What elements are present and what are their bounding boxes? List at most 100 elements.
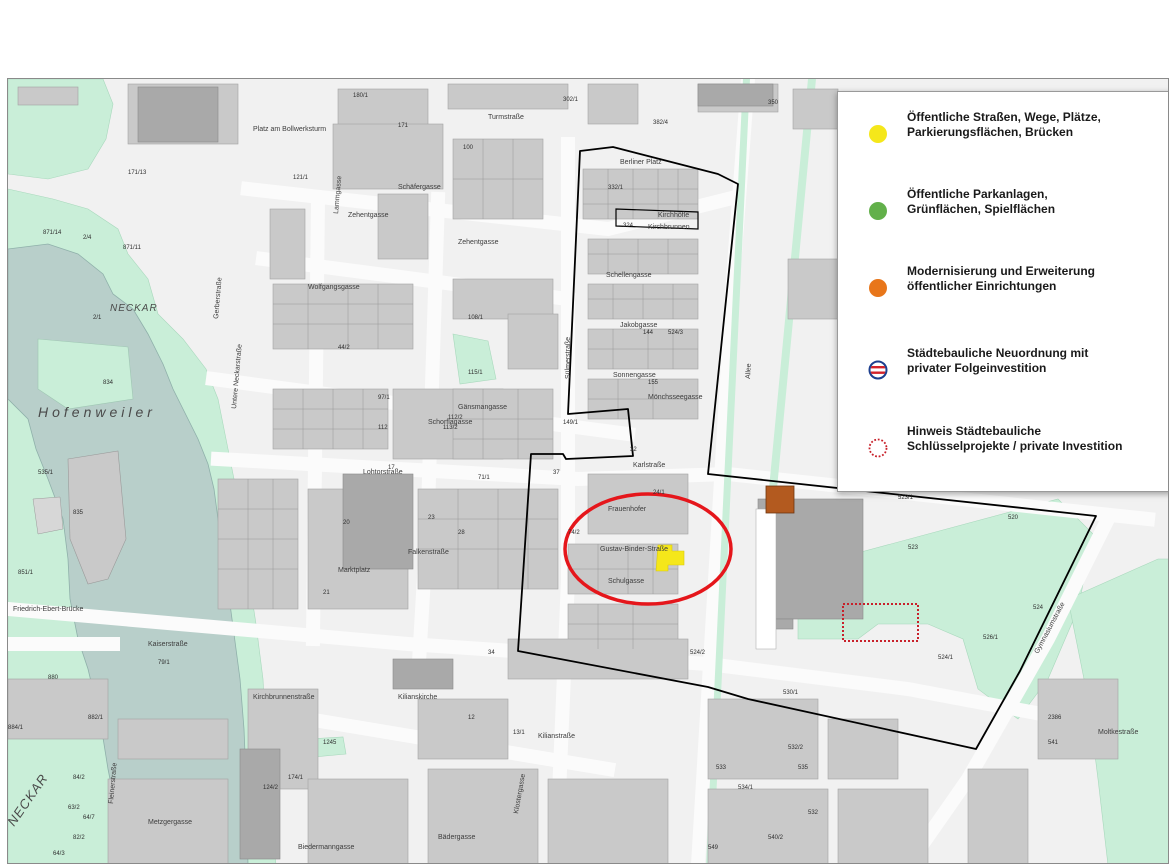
plot-number: 63/2	[68, 805, 80, 811]
plot-number: 13/1	[513, 730, 525, 736]
plot-number: 851/1	[18, 570, 34, 576]
svg-text:Zehentgasse: Zehentgasse	[348, 212, 389, 219]
plot-number: 112	[378, 425, 388, 431]
plot-number: 532/2	[788, 745, 804, 751]
striped-circle-icon	[868, 360, 888, 380]
svg-text:Turmstraße: Turmstraße	[488, 114, 524, 121]
legend-line: Öffentliche Straßen, Wege, Plätze,	[907, 110, 1101, 124]
plot-number: 64/3	[53, 851, 65, 857]
plot-number: 871/14	[43, 230, 62, 236]
plot-number: 82/2	[73, 835, 85, 841]
svg-text:Biedermanngasse: Biedermanngasse	[298, 844, 355, 851]
plot-number: 171/13	[128, 170, 147, 176]
svg-text:Kirchhöfle: Kirchhöfle	[658, 212, 689, 219]
street-measure-yellow[interactable]	[655, 544, 685, 572]
plot-number: 834	[103, 380, 114, 386]
plot-number: 523/1	[898, 495, 914, 501]
svg-text:Kilianstraße: Kilianstraße	[538, 733, 575, 740]
svg-text:Zehentgasse: Zehentgasse	[458, 239, 499, 246]
plot-number: 74/2	[568, 530, 580, 536]
city-map[interactable]: NECKAR NECKAR Hofenweiler Platz am Bollw…	[7, 78, 1169, 864]
plot-number: 144	[643, 330, 654, 336]
plot-number: 12	[468, 715, 475, 721]
plot-number: 1245	[323, 740, 337, 746]
plot-number: 20	[343, 520, 350, 526]
plot-number: 37	[553, 470, 560, 476]
plot-number: 532	[808, 810, 819, 816]
legend-item-public-streets: Öffentliche Straßen, Wege, Plätze, Parki…	[838, 110, 1168, 158]
plot-number: 171	[398, 123, 409, 129]
plot-number: 71/1	[478, 475, 490, 481]
svg-text:Falkenstraße: Falkenstraße	[408, 549, 449, 556]
yellow-dot-icon	[869, 125, 887, 143]
svg-text:Schorflagasse: Schorflagasse	[428, 419, 472, 426]
plot-number: 21	[323, 590, 330, 596]
plot-number: 17	[388, 465, 395, 471]
neckar-river	[8, 243, 249, 863]
plot-number: 535	[798, 765, 809, 771]
parcel-lines	[218, 139, 698, 649]
plot-number: 32	[630, 447, 637, 453]
svg-text:Lammgasse: Lammgasse	[333, 175, 343, 214]
plot-number: 34	[488, 650, 495, 656]
plot-number: 524/1	[938, 655, 954, 661]
plot-number: 149/1	[563, 420, 579, 426]
svg-text:Kirchbrunnen: Kirchbrunnen	[648, 224, 690, 231]
green-dot-icon	[869, 202, 887, 220]
key-project-area[interactable]	[842, 603, 919, 642]
public-facility-measure[interactable]	[765, 485, 795, 514]
legend-panel: Öffentliche Straßen, Wege, Plätze, Parki…	[837, 91, 1168, 492]
legend-line: Städtebauliche Neuordnung mit	[907, 346, 1089, 360]
plot-number: 350	[768, 100, 779, 106]
legend-line: Modernisierung und Erweiterung	[907, 264, 1096, 278]
plot-number: 835	[73, 510, 84, 516]
plot-number: 79/1	[158, 660, 170, 666]
svg-text:Metzgergasse: Metzgergasse	[148, 819, 192, 826]
svg-text:Fleinerstraße: Fleinerstraße	[108, 762, 119, 804]
plot-number: 113/2	[443, 425, 458, 431]
plot-number: 526/1	[983, 635, 999, 641]
svg-text:Mönchsseegasse: Mönchsseegasse	[648, 394, 703, 401]
legend-text-public-parks: Öffentliche Parkanlagen, Grünflächen, Sp…	[907, 187, 1167, 217]
plaza-area	[755, 508, 777, 650]
plot-number: 28	[458, 530, 465, 536]
plot-number: 880	[48, 675, 59, 681]
svg-text:Kirchbrunnenstraße: Kirchbrunnenstraße	[253, 694, 315, 701]
plot-number: 23	[428, 515, 435, 521]
plot-number: 549	[708, 845, 719, 851]
legend-text-modernization: Modernisierung und Erweiterung öffentlic…	[907, 264, 1167, 294]
plot-number: 523	[908, 545, 919, 551]
highlight-ellipse[interactable]	[563, 492, 733, 606]
river-label-neckar-upper: NECKAR	[110, 303, 158, 314]
legend-text-key-projects: Hinweis Städtebauliche Schlüsselprojekte…	[907, 424, 1167, 454]
svg-text:Gustav-Binder-Straße: Gustav-Binder-Straße	[600, 546, 668, 553]
plot-number: 533	[716, 765, 727, 771]
svg-text:Platz am Bollwerksturm: Platz am Bollwerksturm	[253, 126, 326, 133]
svg-text:Gerberstraße: Gerberstraße	[213, 277, 224, 319]
legend-line: privater Folgeinvestition	[907, 361, 1047, 375]
plot-number: 540/2	[768, 835, 784, 841]
svg-text:Schellengasse: Schellengasse	[606, 272, 652, 279]
plot-number: 97/1	[378, 395, 390, 401]
svg-text:Bädergasse: Bädergasse	[438, 834, 475, 841]
plot-number: 2/4	[83, 235, 92, 241]
plot-number: 108/1	[468, 315, 484, 321]
svg-text:Karlstraße: Karlstraße	[633, 462, 665, 469]
svg-text:Gänsmangasse: Gänsmangasse	[458, 404, 507, 411]
plot-number: 324	[623, 223, 634, 229]
district-label-hofenweiler: Hofenweiler	[38, 404, 156, 420]
svg-text:Sonnengasse: Sonnengasse	[613, 372, 656, 379]
legend-line: Parkierungsflächen, Brücken	[907, 125, 1074, 139]
legend-line: Grünflächen, Spielflächen	[907, 202, 1056, 216]
plot-number: 121/1	[293, 175, 309, 181]
plot-number: 64/7	[83, 815, 95, 821]
legend-line: Hinweis Städtebauliche	[907, 424, 1042, 438]
svg-text:Kilianskirche: Kilianskirche	[398, 694, 437, 701]
plot-number: 871/11	[123, 245, 142, 251]
svg-text:Berliner Platz: Berliner Platz	[620, 159, 662, 166]
dotted-circle-icon	[868, 438, 888, 458]
svg-text:Wolfgangsgasse: Wolfgangsgasse	[308, 284, 360, 291]
legend-item-public-parks: Öffentliche Parkanlagen, Grünflächen, Sp…	[838, 187, 1168, 235]
renewal-area-boundary[interactable]	[517, 146, 1097, 750]
